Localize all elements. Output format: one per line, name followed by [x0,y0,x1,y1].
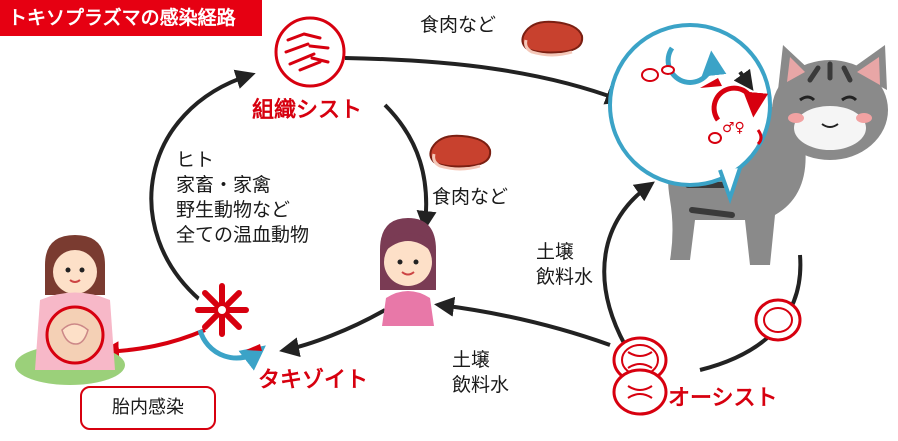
host-item: 家畜・家禽 [176,174,272,196]
soil-label-right: 土壌 [536,241,575,263]
oocyst-label: オーシスト [668,386,778,411]
arrow-cyst-to-cat [344,56,626,105]
meat-label-middle: 食肉など [432,186,509,208]
arrow-tachyzoite-to-fetus [99,328,206,362]
host-item: 全ての温血動物 [176,224,310,246]
tissue-cyst-icon [274,16,346,88]
diagram-title: トキソプラズマの感染経路 [0,0,262,36]
sexes-label: ♂♀ [722,120,745,136]
congenital-infection-badge: 胎内感染 [80,386,216,430]
arrow-human-to-tachyzoite [279,308,386,358]
meat-icon-middle [429,134,492,171]
arrow-oocyst-to-human [434,296,611,347]
host-item: ヒト [176,149,215,171]
water-label-right: 飲料水 [536,266,594,288]
tachyzoite-rosette-icon [195,283,266,371]
host-list: ヒト 家畜・家禽 野生動物など 全ての温血動物 [176,148,309,248]
mother-illustration [15,235,125,385]
arrow-cyst-to-human [383,103,437,231]
cat-gut-bubble: ♂♀ [608,23,772,205]
meat-label-top: 食肉など [420,14,497,36]
human-illustration [380,218,436,326]
tachyzoite-label: タキゾイト [258,368,369,393]
water-label-bottom: 飲料水 [452,374,510,396]
meat-icon-top [521,20,584,57]
oocyst-icon [612,298,802,416]
arrow-oocyst-to-cat [602,181,655,346]
host-item: 野生動物など [176,199,291,221]
arrow-tachyzoite-to-cyst [149,69,256,302]
soil-label-bottom: 土壌 [452,349,491,371]
soil-water-label-bottom: 土壌 飲料水 [452,348,509,398]
soil-water-label-right: 土壌 飲料水 [536,240,593,290]
tissue-cyst-label: 組織シスト [252,98,363,123]
